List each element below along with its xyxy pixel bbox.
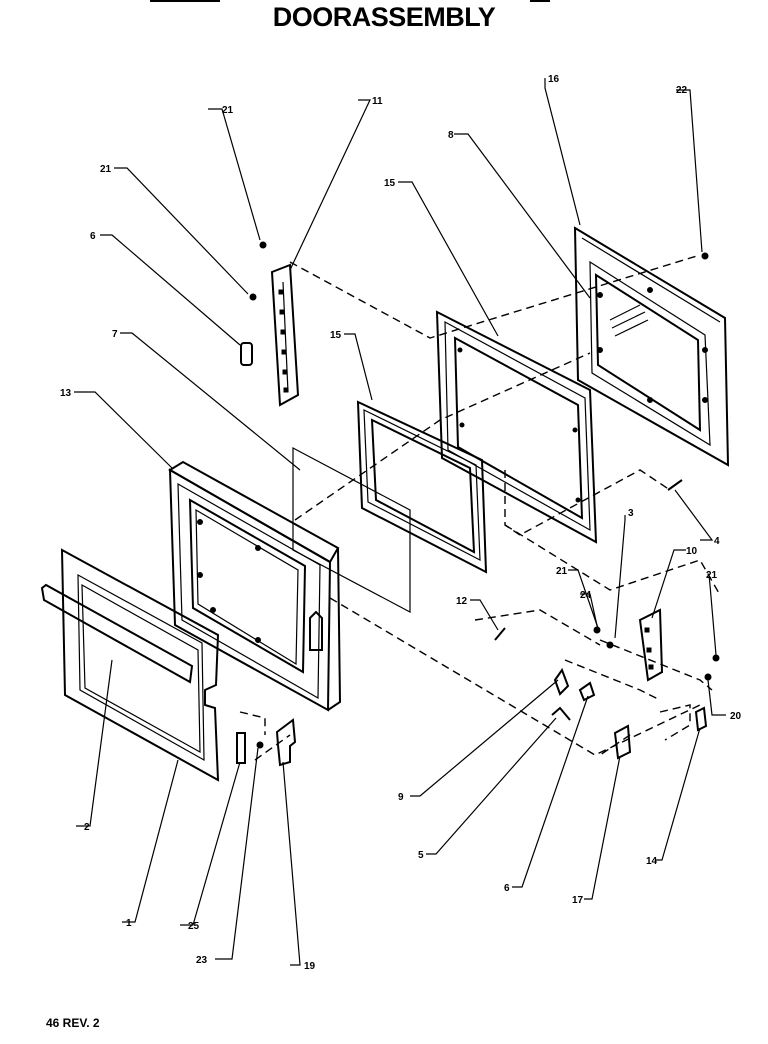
callout-22: 22 bbox=[676, 85, 688, 96]
callout-18: 15 bbox=[384, 178, 396, 189]
part-5-bracket bbox=[551, 706, 571, 721]
leader-lines bbox=[74, 78, 726, 966]
part-spacer-block bbox=[240, 342, 253, 366]
part-19-latch bbox=[275, 718, 297, 767]
callout-15: 15 bbox=[330, 330, 342, 341]
callout-4: 4 bbox=[714, 536, 720, 547]
callout-1: 1 bbox=[126, 918, 132, 929]
callout-5: 5 bbox=[418, 850, 424, 861]
part-outer-door-panel bbox=[573, 226, 730, 467]
revision-note: 46 REV. 2 bbox=[46, 1016, 100, 1030]
part-17-block bbox=[613, 724, 632, 760]
part-glass-pane bbox=[292, 447, 411, 613]
callout-13: 13 bbox=[60, 388, 72, 399]
part-21-screw-icon bbox=[606, 641, 614, 649]
callout-20: 20 bbox=[730, 711, 742, 722]
screw-icon bbox=[259, 241, 267, 249]
page-title: DOORASSEMBLY bbox=[272, 2, 496, 32]
callout-25: 25 bbox=[188, 921, 200, 932]
part-glass-frame bbox=[356, 400, 488, 574]
callout-21: 21 bbox=[556, 566, 568, 577]
callout-2: 2 bbox=[84, 822, 90, 833]
part-inner-frame bbox=[435, 310, 598, 544]
part-9-bracket bbox=[553, 667, 570, 696]
callout-16: 16 bbox=[548, 74, 560, 85]
part-front-door-panel bbox=[40, 548, 220, 782]
part-21-screw-icon bbox=[712, 654, 720, 662]
part-4-pin bbox=[667, 479, 683, 491]
callout-21: 21 bbox=[706, 570, 718, 581]
part-23-screw-icon bbox=[256, 741, 264, 749]
callout-labels: 21 21 11 6 7 13 8 15 15 16 22 4 3 10 21 … bbox=[60, 74, 742, 972]
callout-10: 10 bbox=[686, 546, 698, 557]
callout-7: 7 bbox=[112, 329, 118, 340]
part-12-pin bbox=[494, 627, 506, 641]
part-10-hinge bbox=[638, 608, 664, 682]
callout-11: 11 bbox=[372, 96, 383, 107]
callout-3: 3 bbox=[628, 508, 634, 519]
part-6-bracket bbox=[578, 681, 596, 702]
callout-14: 14 bbox=[646, 856, 658, 867]
callout-8: 8 bbox=[448, 130, 454, 141]
callout-24: 24 bbox=[580, 590, 592, 601]
part-hinge-strip bbox=[270, 263, 300, 407]
top-edge-line bbox=[150, 0, 220, 2]
part-25-clip bbox=[236, 732, 246, 764]
part-14-clip bbox=[694, 706, 708, 732]
callout-21: 21 bbox=[222, 105, 234, 116]
callout-6: 6 bbox=[90, 231, 96, 242]
callout-12: 12 bbox=[456, 596, 468, 607]
callout-19: 19 bbox=[304, 961, 316, 972]
screw-icon bbox=[249, 293, 257, 301]
callout-9: 9 bbox=[398, 792, 404, 803]
callout-21: 21 bbox=[100, 164, 112, 175]
part-main-door-frame bbox=[168, 460, 342, 712]
assembly-dashed-lines bbox=[239, 254, 721, 761]
top-edge-line bbox=[530, 0, 550, 2]
callout-6: 6 bbox=[504, 883, 510, 894]
part-20-screw-icon bbox=[704, 673, 712, 681]
callout-23: 23 bbox=[196, 955, 208, 966]
callout-17: 17 bbox=[572, 895, 584, 906]
